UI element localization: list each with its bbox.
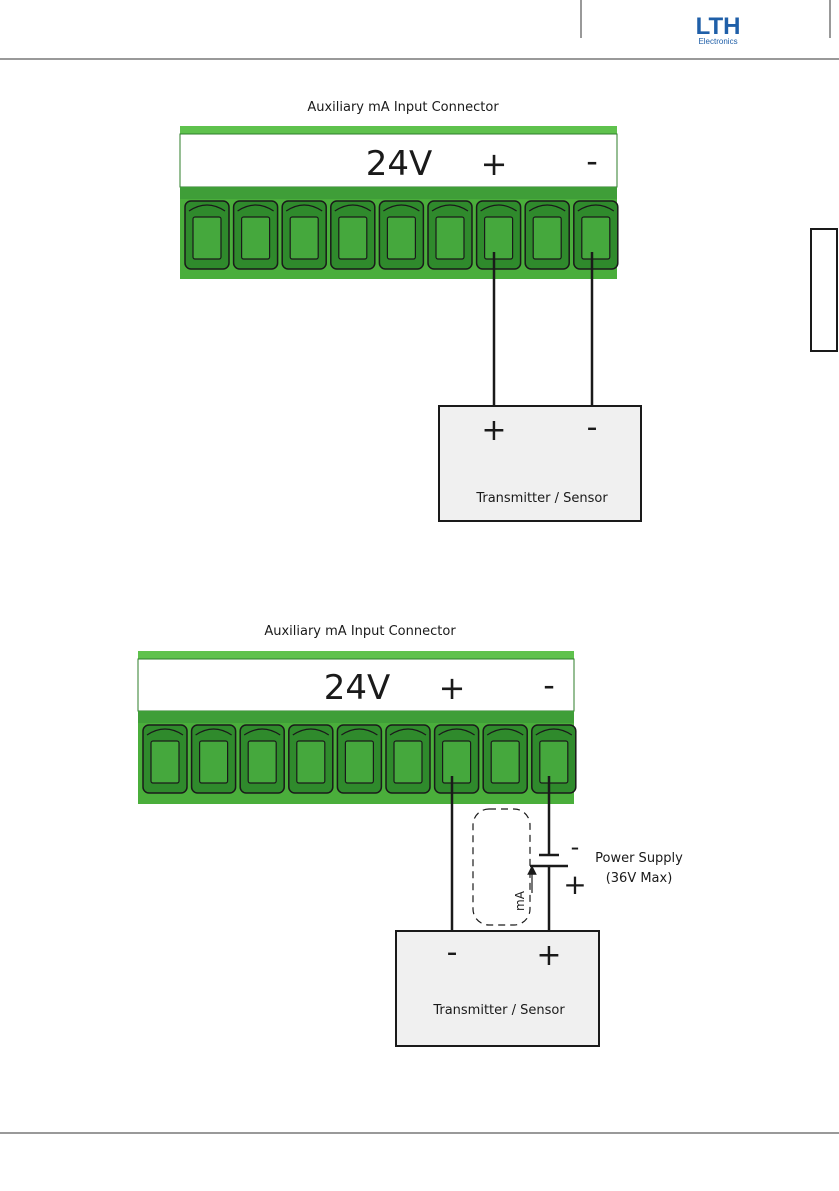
connector-top-rail (138, 651, 574, 659)
device-plus-label: + (536, 938, 561, 973)
terminal-opening (290, 217, 318, 259)
terminal-opening (339, 217, 367, 259)
screw-terminal (185, 201, 229, 269)
screw-terminal (428, 201, 472, 269)
terminal-opening (443, 741, 471, 783)
screw-terminal (282, 201, 326, 269)
screw-terminal (477, 201, 521, 269)
device-name: Transmitter / Sensor (432, 1003, 565, 1018)
terminal-opening (193, 217, 221, 259)
screw-terminal (289, 725, 333, 793)
screw-terminal (483, 725, 527, 793)
supply-plus-label: + (563, 868, 586, 901)
screw-terminal (192, 725, 236, 793)
plus-terminal-label: + (439, 669, 466, 707)
device-name: Transmitter / Sensor (475, 491, 608, 506)
screw-terminal (240, 725, 284, 793)
minus-terminal-label: - (543, 666, 555, 704)
terminal-row (143, 725, 576, 793)
screw-terminal (386, 725, 430, 793)
terminal-row (185, 201, 618, 269)
device-minus-label: - (447, 935, 458, 970)
screw-terminal (435, 725, 479, 793)
screw-terminal (532, 725, 576, 793)
connector-top-rail (180, 126, 617, 134)
diagram-1: Auxiliary mA Input Connector 24V + - + -… (180, 100, 641, 521)
connector-title: Auxiliary mA Input Connector (307, 100, 499, 115)
terminal-opening (151, 741, 179, 783)
screw-terminal (337, 725, 381, 793)
terminal-opening (242, 217, 270, 259)
voltage-label: 24V (366, 144, 433, 184)
terminal-opening (387, 217, 415, 259)
screw-terminal (574, 201, 618, 269)
connector-title: Auxiliary mA Input Connector (264, 624, 456, 639)
screw-terminal (331, 201, 375, 269)
logo-subtext: Electronics (698, 37, 737, 46)
supply-minus-label: - (571, 833, 580, 861)
logo-text: LTH (696, 13, 741, 40)
terminal-opening (540, 741, 568, 783)
screw-terminal (143, 725, 187, 793)
terminal-opening (200, 741, 228, 783)
terminal-opening (491, 741, 519, 783)
section-side-tab (811, 229, 837, 351)
terminal-opening (345, 741, 373, 783)
device-plus-label: + (481, 413, 506, 448)
terminal-opening (485, 217, 513, 259)
terminal-opening (533, 217, 561, 259)
terminal-opening (248, 741, 276, 783)
terminal-opening (582, 217, 610, 259)
voltage-label: 24V (324, 668, 391, 708)
connector-mid-rail (138, 711, 574, 723)
diagram-2: Auxiliary mA Input Connector 24V + - - +… (138, 624, 683, 1046)
screw-terminal (525, 201, 569, 269)
device-minus-label: - (587, 410, 598, 445)
terminal-opening (297, 741, 325, 783)
transmitter-sensor-box (396, 931, 599, 1046)
minus-terminal-label: - (586, 142, 598, 180)
power-supply-name: Power Supply (595, 851, 683, 866)
current-label: mA (513, 890, 527, 911)
connector-mid-rail (180, 187, 617, 199)
terminal-opening (394, 741, 422, 783)
power-supply-rating: (36V Max) (606, 871, 673, 886)
plus-terminal-label: + (481, 145, 508, 183)
terminal-opening (436, 217, 464, 259)
screw-terminal (379, 201, 423, 269)
screw-terminal (234, 201, 278, 269)
